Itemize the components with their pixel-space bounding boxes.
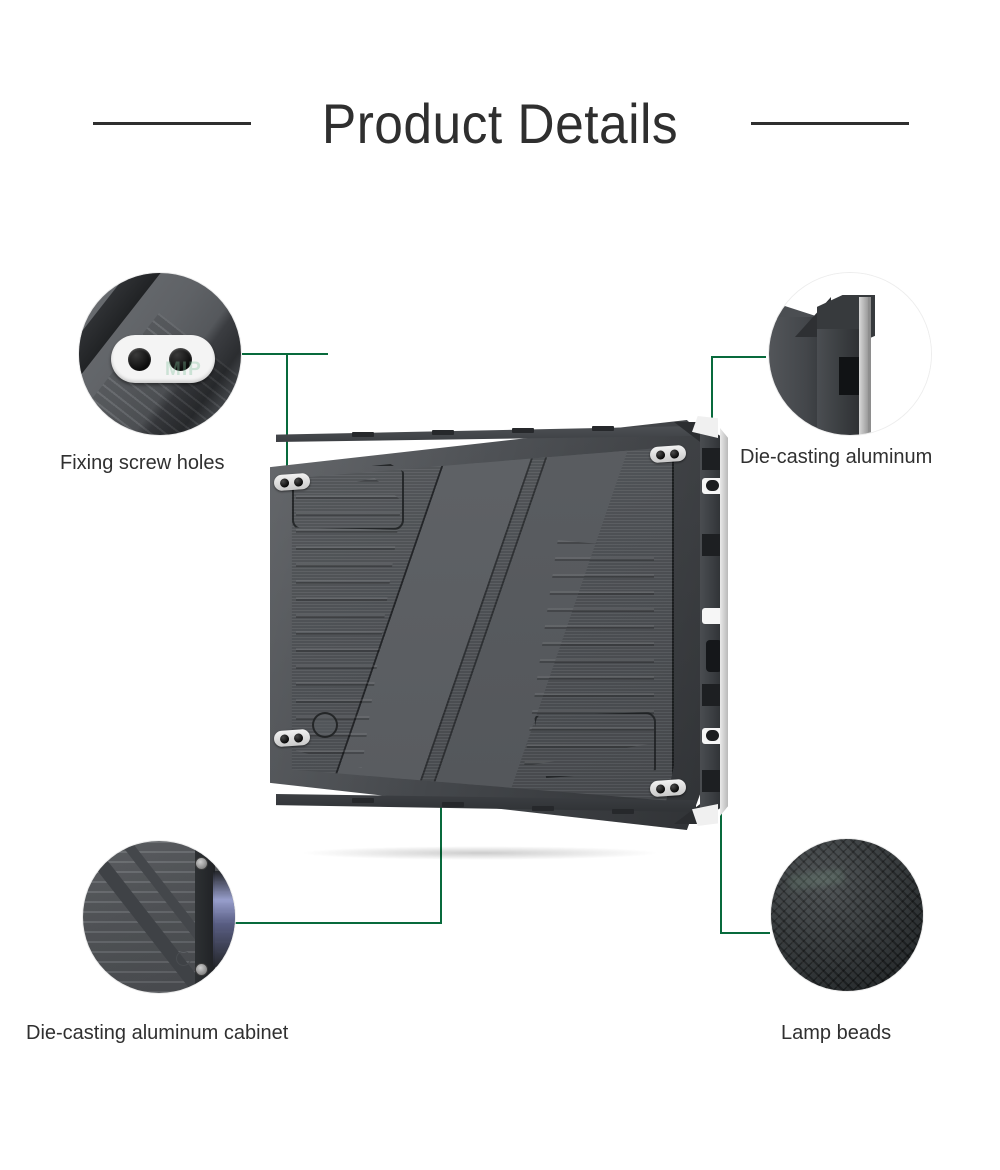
cabinet-detail-image: [83, 841, 235, 993]
connector-line-diecast-h: [711, 356, 766, 358]
connector-line-screw-holes-h: [236, 353, 328, 355]
product-side-shadow: [702, 534, 720, 556]
product-rail-tick: [432, 430, 454, 435]
cabinet-screw-top-icon: [195, 857, 208, 870]
product-side-shadow: [702, 684, 720, 706]
connector-line-lampbeads-v: [720, 800, 722, 933]
product-rail-tick: [352, 432, 374, 437]
lamp-beads-mesh: [771, 839, 923, 991]
product-rail-tick: [352, 798, 374, 803]
cabinet-port-ring: [176, 951, 191, 966]
product-port-knob: [312, 712, 338, 738]
screw-hole-left-icon: [128, 348, 151, 371]
screw-holes-detail-image: MIP: [79, 273, 241, 435]
screw-hole-icon: [669, 448, 680, 459]
connector-line-lampbeads-h: [720, 932, 770, 934]
callout-die-casting-aluminum-cabinet: [82, 840, 236, 994]
screw-hole-icon: [279, 477, 290, 488]
product-screw-plate-bottom-left: [273, 728, 311, 748]
callout-fixing-screw-holes: MIP: [78, 272, 242, 436]
product-tab-bottom-right: [692, 804, 718, 826]
die-casting-detail-image: [769, 273, 931, 435]
product-led-face-edge: [720, 427, 728, 817]
product-rail-tick: [532, 806, 554, 811]
product-tab-top-right: [692, 416, 718, 438]
lamp-beads-shading: [771, 839, 923, 991]
callout-die-casting-aluminum: [768, 272, 932, 436]
screw-hole-right-icon: [169, 348, 192, 371]
watermark-text: MIP: [165, 359, 202, 380]
connector-line-cabinet-h: [234, 922, 442, 924]
product-shadow: [300, 846, 660, 860]
product-side-shadow: [702, 770, 720, 792]
callout-label-lamp-beads: Lamp beads: [781, 1022, 892, 1044]
screw-plate-recess: [111, 335, 215, 383]
product-side-notch-hole: [706, 730, 719, 741]
page-title: Product Details: [321, 92, 679, 155]
product-screw-plate-bottom-right: [649, 778, 687, 798]
lamp-beads-detail-image: [771, 839, 923, 991]
title-rule-right: [751, 122, 909, 125]
product-side-notch-hole: [706, 480, 719, 491]
product-image-led-cabinet: [262, 412, 742, 852]
connector-line-diecast-v: [711, 356, 713, 428]
callout-label-fixing-screw-holes: Fixing screw holes: [60, 452, 225, 474]
screw-hole-icon: [279, 733, 290, 744]
callout-label-die-casting-aluminum-cabinet: Die-casting aluminum cabinet: [26, 1022, 289, 1044]
screw-hole-icon: [655, 449, 666, 460]
callout-lamp-beads: [770, 838, 924, 992]
die-casting-rib: [859, 297, 868, 435]
product-rail-tick: [592, 426, 614, 431]
product-screw-plate-top-left: [273, 472, 311, 492]
product-pocket-bottom-right: [534, 712, 656, 778]
screw-hole-icon: [293, 732, 304, 743]
cabinet-screw-bottom-icon: [195, 963, 208, 976]
product-pocket-top-left: [292, 464, 404, 530]
callout-label-die-casting-aluminum: Die-casting aluminum: [740, 446, 933, 468]
screw-hole-icon: [655, 783, 666, 794]
product-side-notch: [702, 608, 724, 624]
screw-hole-icon: [669, 782, 680, 793]
screw-hole-icon: [293, 476, 304, 487]
page-header: Product Details: [0, 88, 1000, 168]
die-casting-edge-line: [868, 297, 871, 435]
product-rail-tick: [612, 809, 634, 814]
cabinet-led-glow: [213, 871, 235, 967]
product-side-handle-block: [706, 640, 722, 672]
product-rail-tick: [442, 802, 464, 807]
title-rule-left: [93, 122, 251, 125]
product-side-shadow: [702, 448, 720, 470]
cabinet-right-edge: [195, 841, 215, 993]
connector-line-screw-holes-v: [286, 353, 288, 488]
product-rail-tick: [512, 428, 534, 433]
